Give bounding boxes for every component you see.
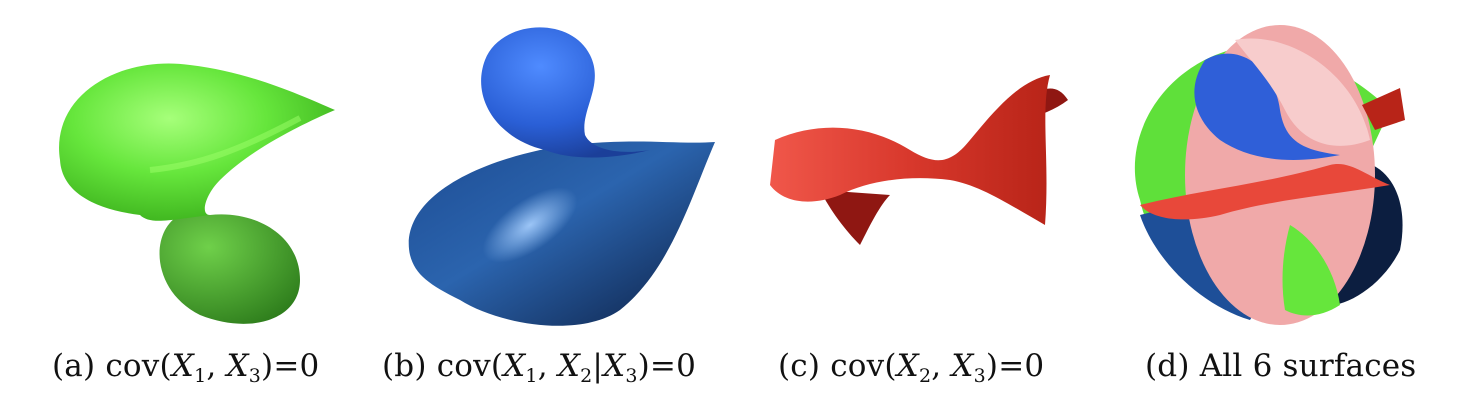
surface-b-highlight — [482, 187, 578, 263]
surface-d-red-stripe — [1140, 164, 1390, 220]
surface-c-sheet — [770, 75, 1050, 225]
panel-d: (d) All 6 surfaces — [1100, 0, 1480, 410]
caption-b: (b) cov(X1, X2|X3)=0 — [382, 348, 697, 387]
caption-d: (d) All 6 surfaces — [1145, 348, 1417, 384]
surface-c-dark-flap-bottom — [820, 190, 890, 245]
surface-d-light-pink — [1235, 38, 1370, 146]
caption-a: (a) cov(X1, X3)=0 — [52, 348, 320, 387]
panel-c: (c) cov(X2, X3)=0 — [760, 0, 1100, 410]
surface-a-lobe-upper — [59, 63, 335, 221]
surface-a-lobe-lower — [159, 214, 300, 324]
surface-d-red-tip — [1362, 88, 1405, 130]
surface-b-bulb — [481, 27, 650, 158]
surface-c-render — [770, 75, 1068, 245]
panel-b: (b) cov(X1, X2|X3)=0 — [370, 0, 760, 410]
surface-a-render — [59, 63, 335, 324]
surface-b-sheet — [408, 141, 715, 326]
surface-d-blue-patch — [1194, 53, 1340, 161]
surface-d-green-inner — [1282, 225, 1340, 316]
surface-a-fold — [149, 115, 302, 173]
panel-a: (a) cov(X1, X3)=0 — [0, 0, 370, 410]
surface-d-render — [1134, 25, 1405, 325]
surface-b-render — [408, 27, 715, 326]
caption-c: (c) cov(X2, X3)=0 — [778, 348, 1045, 387]
